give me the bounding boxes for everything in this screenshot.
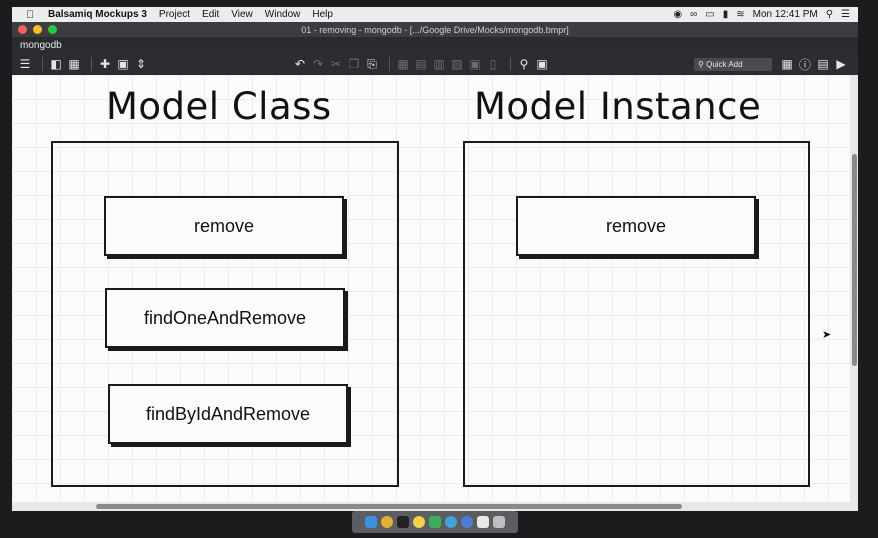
chrome-icon[interactable] xyxy=(381,516,393,528)
finder-icon[interactable] xyxy=(365,516,377,528)
arrange-icon[interactable]: ▥ xyxy=(433,57,445,71)
window-titlebar: 01 - removing - mongodb - [.../Google Dr… xyxy=(12,22,858,37)
battery-icon[interactable]: ▮ xyxy=(722,9,729,20)
button-label: remove xyxy=(193,215,255,236)
search-icon[interactable]: ⚲ xyxy=(519,57,529,71)
glasses-icon[interactable]: ∞ xyxy=(690,9,698,20)
toolbar-separator xyxy=(510,57,511,71)
menu-project[interactable]: Project xyxy=(158,9,191,20)
trash-bin-icon[interactable] xyxy=(493,516,505,528)
model-instance-panel[interactable] xyxy=(463,141,810,487)
find-by-id-and-remove-button[interactable]: findByIdAndRemove xyxy=(108,384,348,444)
model-class-remove-button[interactable]: remove xyxy=(104,196,344,256)
macos-dock xyxy=(352,511,518,533)
minimize-window-button[interactable] xyxy=(33,25,42,34)
menu-app-name[interactable]: Balsamiq Mockups 3 xyxy=(48,9,147,20)
wifi-icon[interactable]: ≋ xyxy=(736,9,745,20)
toolbar-separator xyxy=(389,57,390,71)
paste-icon[interactable]: ⎘ xyxy=(367,56,377,71)
browser-icon[interactable] xyxy=(461,516,473,528)
model-class-heading[interactable]: Model Class xyxy=(106,85,332,128)
apple-icon[interactable]:  xyxy=(26,9,40,21)
notification-center-icon[interactable]: ☰ xyxy=(841,9,850,20)
horizontal-scrollbar-thumb[interactable] xyxy=(96,504,682,509)
document-icon[interactable] xyxy=(477,516,489,528)
redo-icon[interactable]: ↷ xyxy=(312,57,324,71)
zoom-window-button[interactable] xyxy=(48,25,57,34)
distribute-icon[interactable]: ▧ xyxy=(451,57,463,71)
present-icon[interactable]: ▶ xyxy=(836,57,846,71)
quick-add-label: Quick Add xyxy=(706,59,743,69)
menubar-status-area: ◉ ∞ ▭ ▮ ≋ Mon 12:41 PM ⚲ ☰ xyxy=(673,9,850,20)
toolbar-separator xyxy=(91,57,92,71)
quick-add-search-icon: ⚲ xyxy=(698,59,707,69)
reorder-icon[interactable]: ⇕ xyxy=(135,57,147,71)
menu-view[interactable]: View xyxy=(231,9,253,20)
window-title: 01 - removing - mongodb - [.../Google Dr… xyxy=(301,24,569,35)
terminal-icon[interactable] xyxy=(397,516,409,528)
find-one-and-remove-button[interactable]: findOneAndRemove xyxy=(105,288,345,348)
button-label: findOneAndRemove xyxy=(143,307,307,328)
menu-edit[interactable]: Edit xyxy=(202,9,220,20)
grid-view-icon[interactable]: ▦ xyxy=(68,57,80,71)
hamburger-menu-icon[interactable]: ☰ xyxy=(19,57,31,71)
trash-icon[interactable]: ▯ xyxy=(489,57,497,71)
fullscreen-icon[interactable]: ▣ xyxy=(536,57,548,71)
ui-library-icon[interactable]: ▦ xyxy=(781,57,793,71)
app-toolbar: ☰ ◧ ▦ ✚ ▣ ⇕ ↶ ↷ ✂ ❐ ⎘ ▦ ▤ ▥ ▧ ▣ ▯ ⚲ ▣ ⚲ … xyxy=(12,53,858,75)
close-window-button[interactable] xyxy=(18,25,27,34)
mouse-cursor-icon: ➤ xyxy=(822,329,832,341)
info-icon[interactable]: ⓘ xyxy=(798,57,811,72)
quick-add-input[interactable]: ⚲ Quick Add xyxy=(694,57,772,71)
menu-help[interactable]: Help xyxy=(312,9,333,20)
model-instance-remove-button[interactable]: remove xyxy=(516,196,756,256)
undo-icon[interactable]: ↶ xyxy=(294,57,306,71)
airplay-icon[interactable]: ▭ xyxy=(705,9,715,20)
spotlight-search-icon[interactable]: ⚲ xyxy=(825,9,834,20)
window-controls xyxy=(18,25,57,34)
copy-icon[interactable]: ❐ xyxy=(348,57,360,71)
globe-app-icon[interactable] xyxy=(445,516,457,528)
add-icon[interactable]: ✚ xyxy=(99,57,111,71)
smiley-app-icon[interactable] xyxy=(413,516,425,528)
menubar-clock[interactable]: Mon 12:41 PM xyxy=(752,9,818,20)
align-icon[interactable]: ▤ xyxy=(415,57,427,71)
button-label: findByIdAndRemove xyxy=(145,403,311,424)
mac-menubar:  Balsamiq Mockups 3 Project Edit View W… xyxy=(12,7,858,22)
model-instance-heading[interactable]: Model Instance xyxy=(474,85,762,128)
lock-icon[interactable]: ▣ xyxy=(469,57,481,71)
single-view-icon[interactable]: ◧ xyxy=(50,57,62,71)
vertical-scrollbar-thumb[interactable] xyxy=(852,154,857,366)
app-icon[interactable] xyxy=(429,516,441,528)
menu-window[interactable]: Window xyxy=(264,9,301,20)
button-label: remove xyxy=(605,215,667,236)
cut-icon[interactable]: ✂ xyxy=(330,57,342,71)
mockup-canvas[interactable]: Model Class Model Instance remove findOn… xyxy=(12,75,858,502)
project-tab-strip: mongodb xyxy=(12,37,858,53)
notes-icon[interactable]: ▤ xyxy=(817,57,829,71)
model-class-panel[interactable] xyxy=(51,141,399,487)
record-icon[interactable]: ◉ xyxy=(673,9,683,20)
toolbar-separator xyxy=(42,57,43,71)
group-icon[interactable]: ▦ xyxy=(397,57,409,71)
project-tab[interactable]: mongodb xyxy=(20,39,62,51)
duplicate-icon[interactable]: ▣ xyxy=(117,57,129,71)
